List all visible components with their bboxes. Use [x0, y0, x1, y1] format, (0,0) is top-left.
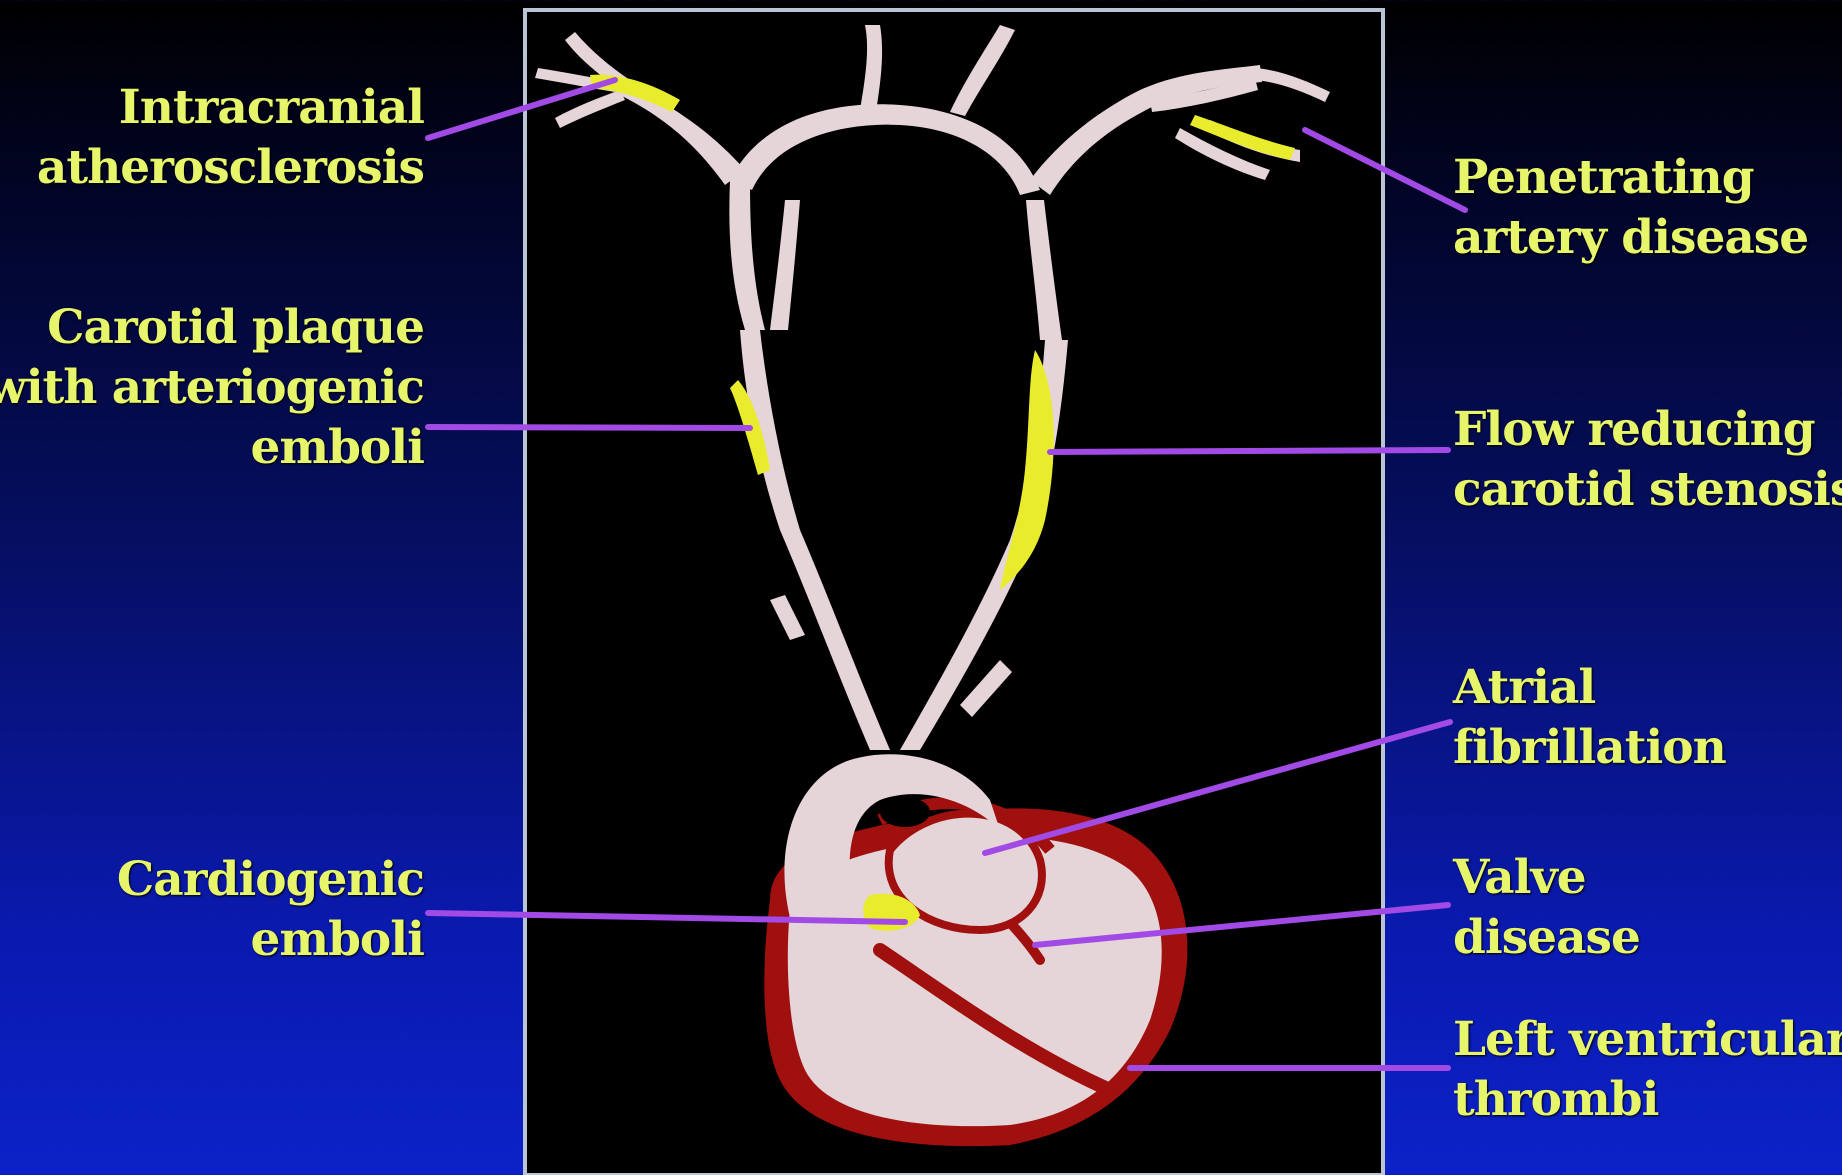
label-left-ventricular-thrombi: Left ventricular thrombi: [1453, 1010, 1842, 1130]
label-intracranial-atherosclerosis: Intracranial atherosclerosis: [37, 78, 424, 198]
arch-lumen: [880, 797, 930, 827]
label-penetrating-artery-disease: Penetrating artery disease: [1453, 148, 1808, 268]
label-flow-reducing-carotid-stenosis: Flow reducing carotid stenosis: [1453, 400, 1842, 520]
label-carotid-plaque: Carotid plaque with arteriogenic emboli: [0, 298, 424, 478]
pointer-carotid-plaque: [428, 427, 750, 428]
label-atrial-fibrillation: Atrial fibrillation: [1453, 658, 1726, 778]
label-cardiogenic-emboli: Cardiogenic emboli: [117, 850, 424, 970]
label-valve-disease: Valve disease: [1453, 848, 1640, 968]
pointer-flow-reducing: [1050, 450, 1448, 452]
